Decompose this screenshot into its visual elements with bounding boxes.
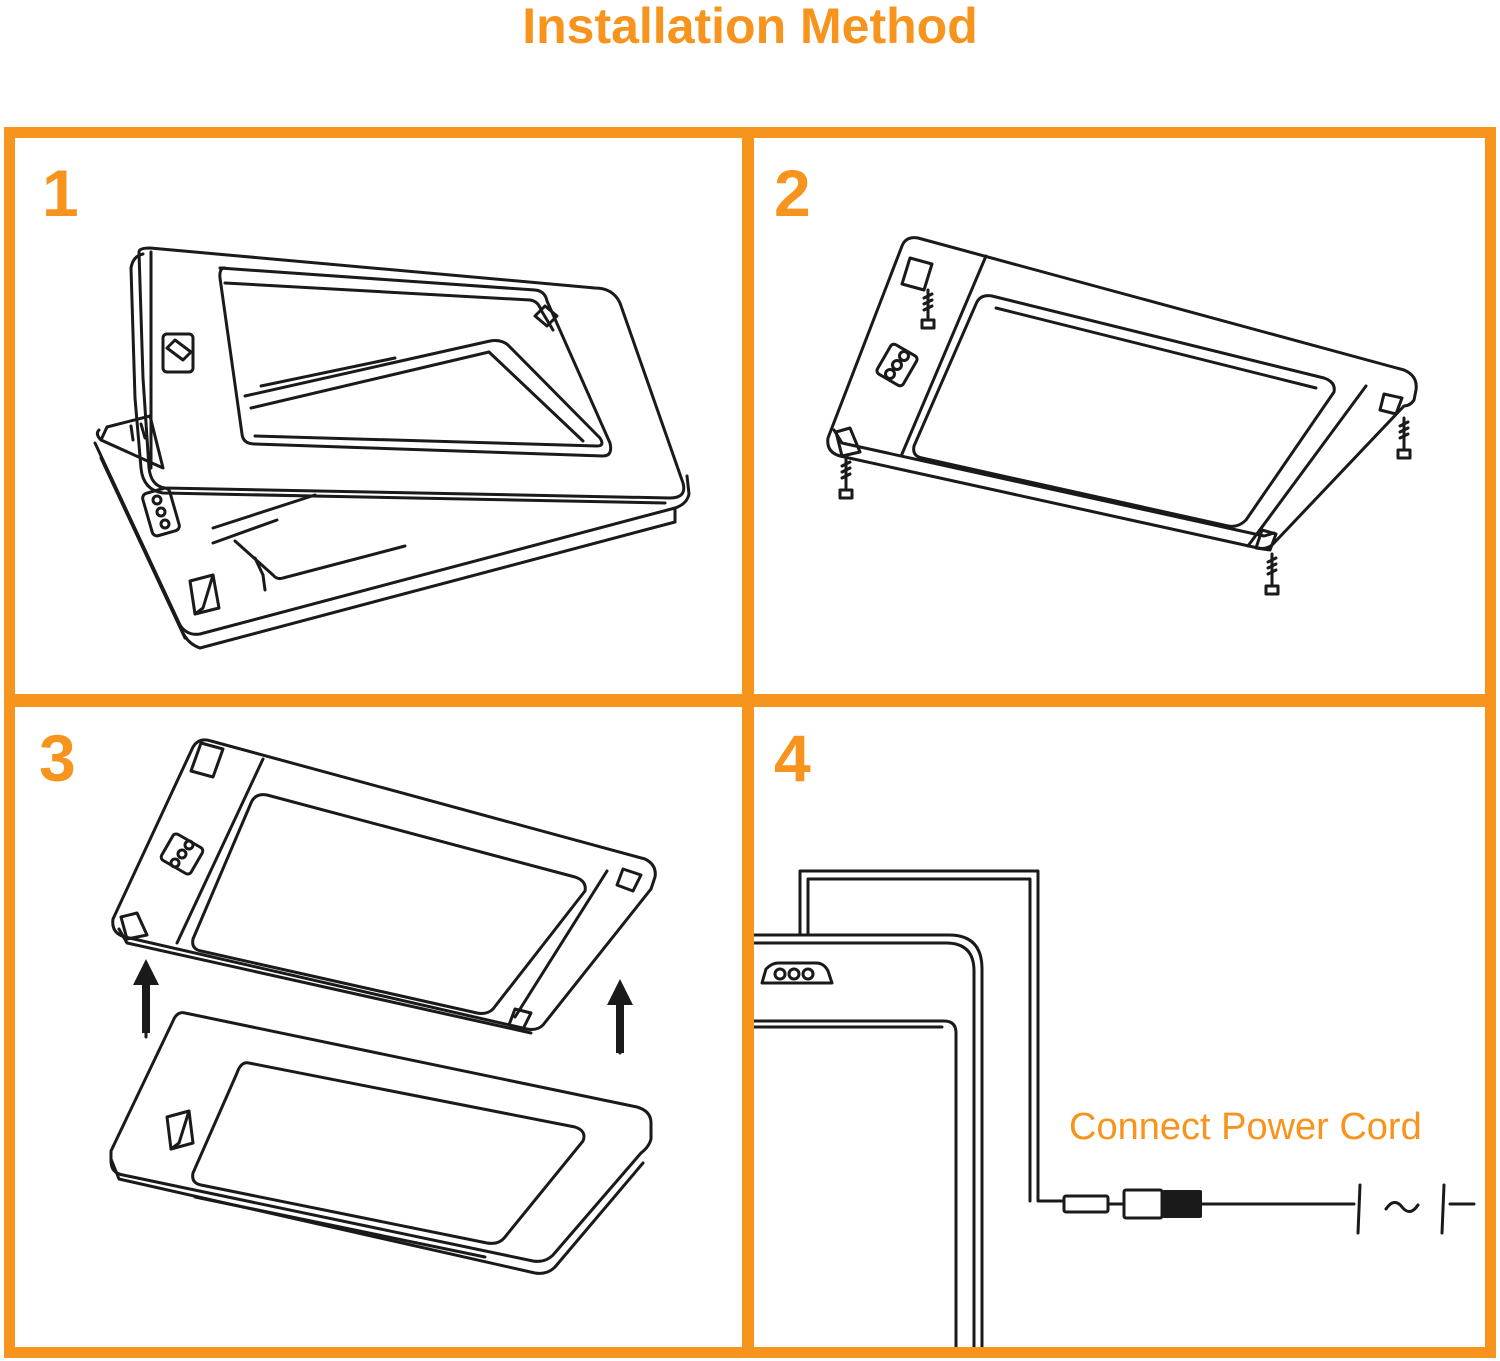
step-1-panel: 1: [15, 138, 742, 694]
step-3-number: 3: [39, 721, 76, 795]
step-2-illustration: [826, 236, 1418, 596]
step-2-panel: 2: [754, 138, 1485, 694]
step-3-panel: 3: [15, 707, 742, 1347]
screw-1: [920, 288, 936, 330]
step-2-number: 2: [774, 156, 811, 230]
page-title: Installation Method: [522, 0, 978, 54]
step-4-panel: 4: [754, 707, 1485, 1347]
connect-power-cord-label: Connect Power Cord: [1069, 1106, 1422, 1148]
step-4-number: 4: [774, 721, 811, 795]
grid-horizontal-divider: [4, 694, 1496, 707]
step-1-illustration: [93, 246, 691, 650]
step-3-illustration: [109, 738, 657, 1275]
grid-vertical-divider: [742, 127, 754, 1358]
step-1-number: 1: [42, 156, 79, 230]
step-4-illustration: [754, 869, 1476, 1347]
